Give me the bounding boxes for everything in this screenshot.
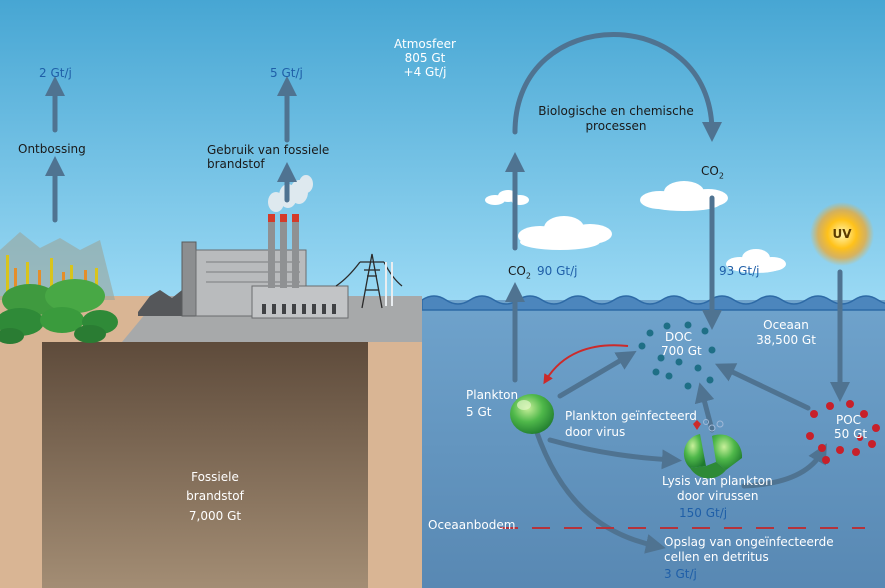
infected-plankton-cell xyxy=(683,419,743,479)
seafloor-label: Oceaanbodem xyxy=(428,518,516,532)
atmosphere-amount: 805 Gt xyxy=(404,51,446,65)
fossil-use-label-line2: brandstof xyxy=(207,157,265,171)
atmosphere-change: +4 Gt/j xyxy=(403,65,447,79)
lysis-flux: 150 Gt/j xyxy=(679,506,728,520)
infection-arrow xyxy=(547,437,682,470)
co2-up-subscript: 2 xyxy=(525,271,531,281)
poc-label: POC xyxy=(836,413,862,427)
bio-chem-line1: Biologische en chemische xyxy=(538,104,694,118)
storage-arrow xyxy=(533,427,666,554)
storage-line1: Opslag van ongeïnfecteerde xyxy=(664,535,834,549)
cloud xyxy=(726,249,786,273)
co2-up-flux: 90 Gt/j xyxy=(537,264,578,278)
storage-flux: 3 Gt/j xyxy=(664,567,697,581)
doc-label: DOC xyxy=(665,330,693,344)
fossil-store-line1: Fossiele xyxy=(191,470,239,484)
ocean-waves xyxy=(421,295,885,311)
cloud xyxy=(640,181,728,211)
bio-chem-line2: processen xyxy=(585,119,647,133)
fossil-use-label-line1: Gebruik van fossiele xyxy=(207,143,330,157)
fossil-fuel-reservoir xyxy=(42,342,368,588)
lysis-to-poc-arrow xyxy=(741,443,827,489)
doc-particles xyxy=(638,321,716,390)
doc-amount: 700 Gt xyxy=(661,344,702,358)
power-plant-illustration xyxy=(138,175,349,319)
deforestation-label: Ontbossing xyxy=(18,142,86,156)
power-pylon-illustration xyxy=(335,253,403,309)
ocean-amount: 38,500 Gt xyxy=(756,333,816,347)
uv-label: UV xyxy=(832,227,852,241)
plankton-label: Plankton xyxy=(466,388,519,402)
co2-down-label: CO2 xyxy=(701,164,724,183)
forest-illustration xyxy=(0,232,118,344)
plankton-to-doc-arrow xyxy=(557,350,637,399)
co2-down-text: CO xyxy=(701,164,719,178)
fossil-use-flux: 5 Gt/j xyxy=(270,66,303,80)
poc-to-doc-arrow xyxy=(714,363,811,411)
lysis-line2: door virussen xyxy=(677,489,759,503)
sky xyxy=(0,0,885,300)
fossil-store-line2: brandstof xyxy=(186,489,244,503)
infected-line1: Plankton geïnfecteerd xyxy=(565,409,697,423)
sun-icon xyxy=(810,202,874,266)
atmosphere-title: Atmosfeer xyxy=(394,37,456,51)
lysis-to-doc-arrow xyxy=(694,382,715,433)
poc-particles xyxy=(806,400,880,464)
co2-down-flux: 93 Gt/j xyxy=(719,264,760,278)
infected-line2: door virus xyxy=(565,425,626,439)
cloud xyxy=(518,216,612,250)
deforestation-flux: 2 Gt/j xyxy=(39,66,72,80)
co2-down-subscript: 2 xyxy=(718,171,724,181)
co2-up-text: CO xyxy=(508,264,526,278)
virus-release-arrow xyxy=(543,344,629,385)
storage-line2: cellen en detritus xyxy=(664,550,769,564)
plankton-cell xyxy=(510,394,554,434)
co2-up-label: CO2 xyxy=(508,264,531,283)
plankton-amount: 5 Gt xyxy=(466,405,492,419)
lysis-line1: Lysis van plankton xyxy=(662,474,773,488)
fossil-store-amount: 7,000 Gt xyxy=(188,509,242,523)
flux-arrows xyxy=(45,32,850,554)
poc-amount: 50 Gt xyxy=(834,427,868,441)
ocean-title: Oceaan xyxy=(763,318,809,332)
biological-chemical-loop-arrow xyxy=(512,32,722,142)
